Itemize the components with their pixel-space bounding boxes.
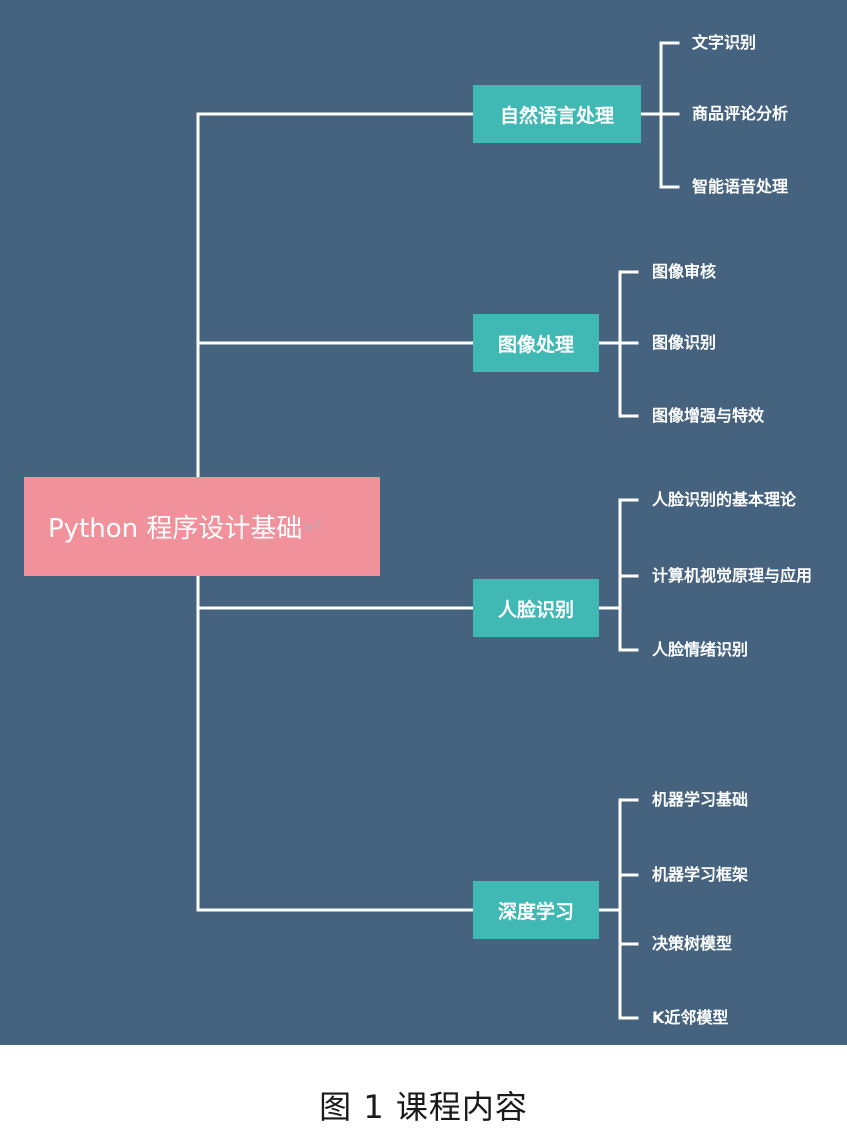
figure-caption: 图 1 课程内容 — [319, 1088, 528, 1126]
root-label: Python 程序设计基础 — [48, 514, 303, 544]
root-node: Python 程序设计基础↵ — [24, 477, 380, 576]
leaf-deep-3: 决策树模型 — [652, 934, 733, 953]
leaf-nlp-1: 文字识别 — [692, 33, 757, 52]
mind-map: Python 程序设计基础↵ 自然语言处理 图像处理 人脸识别 深度学习 文字识… — [0, 0, 847, 1045]
leaf-image-1: 图像审核 — [652, 262, 717, 281]
category-nlp: 自然语言处理 — [473, 85, 641, 143]
leaf-nlp-2: 商品评论分析 — [692, 104, 789, 123]
leaf-image-2: 图像识别 — [652, 333, 717, 352]
leaf-image-3: 图像增强与特效 — [652, 406, 765, 425]
return-mark-icon: ↵ — [303, 512, 324, 541]
leaf-nlp-3: 智能语音处理 — [692, 177, 789, 196]
leaf-face-1: 人脸识别的基本理论 — [652, 490, 797, 509]
leaf-face-3: 人脸情绪识别 — [652, 640, 749, 659]
leaf-face-2: 计算机视觉原理与应用 — [652, 566, 813, 585]
leaf-deep-2: 机器学习框架 — [652, 865, 749, 884]
leaf-deep-1: 机器学习基础 — [652, 790, 749, 809]
category-deep-learning: 深度学习 — [473, 881, 599, 939]
connector-lines — [196, 41, 680, 1020]
category-face-recognition: 人脸识别 — [473, 579, 599, 637]
leaf-deep-4: K近邻模型 — [652, 1008, 729, 1027]
category-image-processing: 图像处理 — [473, 314, 599, 372]
